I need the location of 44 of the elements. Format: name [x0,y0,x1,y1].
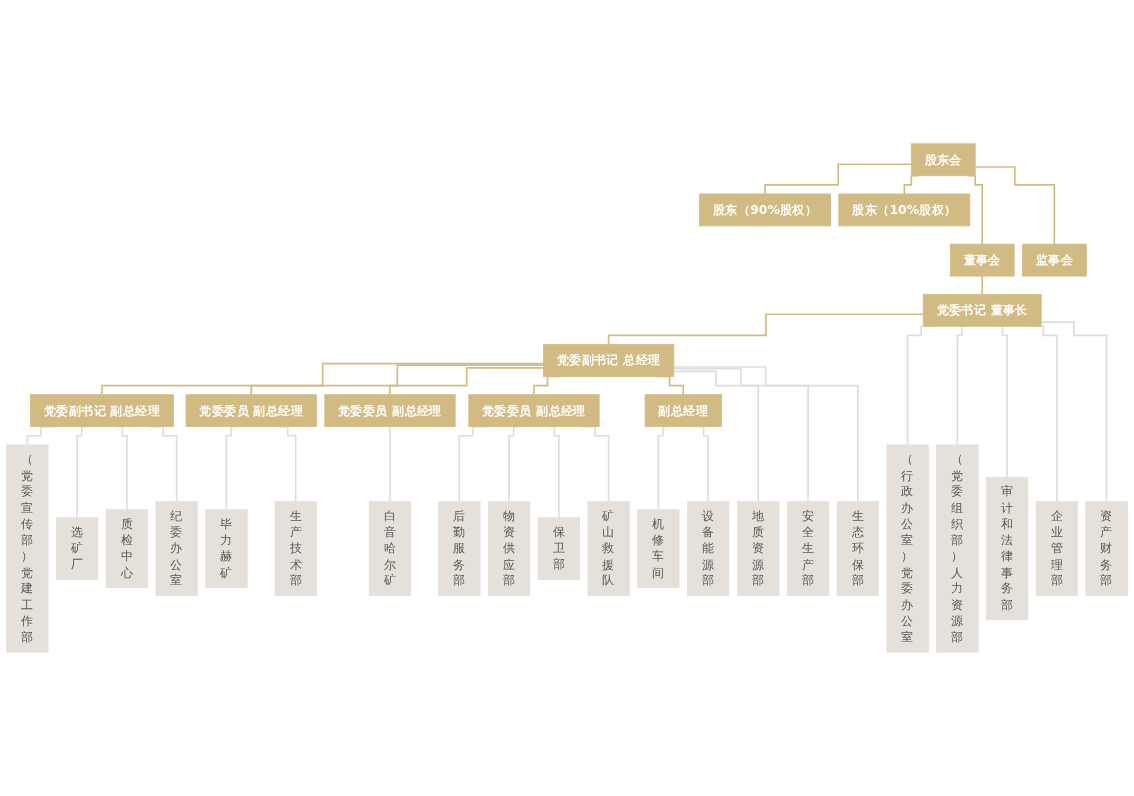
node-box: （党委组织部）人力资源部 [936,444,979,653]
node-box: 董事会 [949,243,1015,277]
node-box: 选矿厂 [56,517,99,580]
node-box: 党委副书记 副总经理 [30,394,174,428]
node-box: 物资供应部 [487,501,531,596]
node-box: 质检中心 [105,509,149,588]
node-box: 股东（10%股权） [838,193,971,227]
connector [607,313,925,346]
node-box: 党委副书记 总经理 [543,344,675,377]
node-box: 企业管理部 [1035,501,1078,596]
node-box: （行政办公室）党委办公室 [886,444,929,653]
node-box: 矿山救援队 [587,501,630,596]
node-box: 毕力赫矿 [205,509,248,588]
node-box: 党委委员 副总经理 [324,394,456,428]
node-box: 监事会 [1022,243,1087,277]
connector [101,362,545,396]
node-box: 党委书记 董事长 [922,293,1042,327]
connector [981,275,984,296]
node-box: 纪委办公室 [155,501,198,596]
node-box: 保卫部 [537,517,580,580]
node-box: 股东会 [910,143,976,177]
node-box: 安全生产部 [786,501,830,596]
node-box: 党委委员 副总经理 [185,394,317,428]
connector [672,367,809,503]
node-box: （党委宣传部）党建工作部 [6,444,49,653]
connector [764,163,913,195]
connector [1040,321,1108,503]
node-box: 设备能源部 [687,501,730,596]
node-box: 生产技术部 [274,501,317,596]
node-box: 副总经理 [644,394,722,428]
node-box: 地质资源部 [737,501,780,596]
connector [389,367,545,396]
connector [974,166,1056,245]
node-box: 党委委员 副总经理 [468,394,600,428]
node-box: 审计和法律事务部 [985,476,1029,621]
connector [672,370,760,503]
node-box: 后勤服务部 [438,501,481,596]
node-box: 资产财务部 [1085,501,1128,596]
connector [250,364,545,396]
node-box: 股东（90%股权） [699,193,831,227]
node-box: 白音哈尔矿 [368,501,412,596]
node-box: 生态环保部 [836,501,879,596]
node-box: 机修车间 [637,509,680,588]
connector [672,366,859,503]
